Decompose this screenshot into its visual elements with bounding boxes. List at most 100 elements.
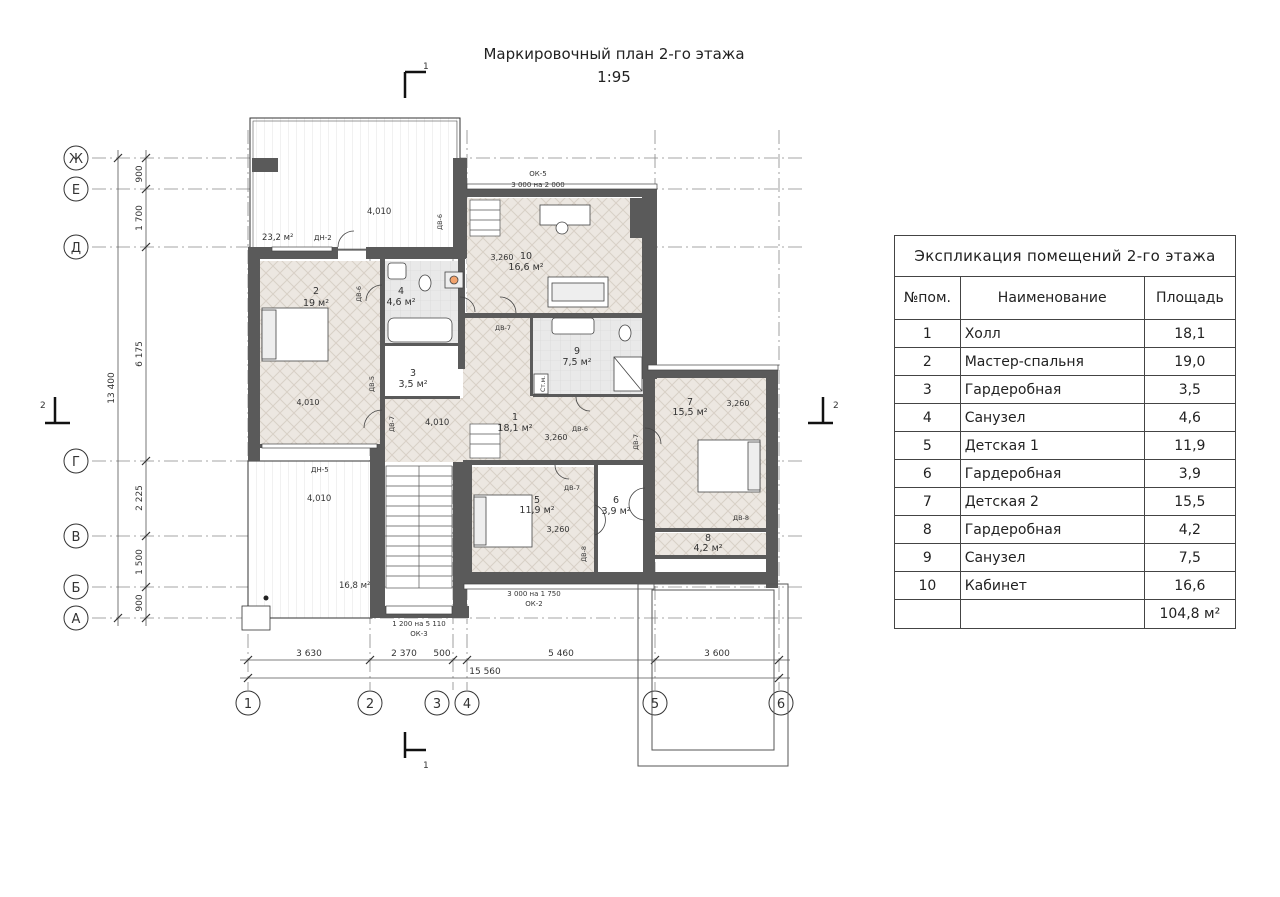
room-label-9: 97,5 м² xyxy=(562,346,591,368)
dimension-texts-bottom: 3 630 2 370 500 5 460 3 600 15 560 xyxy=(296,649,730,677)
row-name: Санузел xyxy=(959,543,1145,572)
svg-text:4: 4 xyxy=(463,697,471,712)
door-label: ДВ-8 xyxy=(733,514,749,522)
room-label-6: 63,9 м² xyxy=(601,495,630,517)
axis-col-marker: 2 xyxy=(357,690,383,716)
svg-text:5: 5 xyxy=(534,495,540,506)
door-label: ДВ-7 xyxy=(495,324,511,332)
door-label: ДВ-5 xyxy=(368,376,376,392)
terrace-upper-area: 23,2 м² xyxy=(262,233,293,243)
dimension-segment: 1 500 xyxy=(135,549,145,575)
terrace-lower xyxy=(241,460,373,631)
door-label: ДВ-6 xyxy=(355,286,363,302)
row-area: 4,6 xyxy=(1143,403,1237,432)
svg-text:2: 2 xyxy=(833,401,839,411)
row-name: Детская 1 xyxy=(959,431,1145,460)
row-axis-markers: Ж Е Д Г В Б А xyxy=(63,145,89,631)
svg-text:6: 6 xyxy=(777,697,785,712)
svg-text:10: 10 xyxy=(520,251,532,262)
window-labels: ОК-5 3 000 на 2 000 3 000 на 1 750 ОК-2 … xyxy=(392,170,564,638)
window-size: 1 200 на 5 110 xyxy=(392,620,445,628)
svg-text:Б: Б xyxy=(72,581,81,596)
door-label: ДВ-7 xyxy=(564,484,580,492)
row-name: Гардеробная xyxy=(959,515,1145,544)
window-size: 3 000 на 2 000 xyxy=(511,181,564,189)
toilet-9 xyxy=(618,324,632,342)
svg-text:3,5 м²: 3,5 м² xyxy=(398,379,427,390)
svg-text:1: 1 xyxy=(512,412,518,423)
row-number: 7 xyxy=(894,487,961,516)
axis-col-marker: 1 xyxy=(235,690,261,716)
row-number: 6 xyxy=(894,459,961,488)
svg-text:7,5 м²: 7,5 м² xyxy=(562,357,591,368)
row-name: Детская 2 xyxy=(959,487,1145,516)
window-size: 3 000 на 1 750 xyxy=(507,590,560,598)
row-number: 2 xyxy=(894,347,961,376)
bathtub xyxy=(387,317,453,343)
row-area: 3,5 xyxy=(1143,375,1237,404)
room-label-7: 715,5 м²3,260 xyxy=(672,397,749,418)
row-name: Кабинет xyxy=(959,571,1145,600)
axis-row-marker: Б xyxy=(63,574,89,600)
terrace-labels: 23,2 м² 4,010 ДН-2 16,8 м² 4,010 ДН-5 4,… xyxy=(262,207,449,591)
door-swings xyxy=(337,230,662,536)
row-number: 1 xyxy=(894,319,961,348)
double-sink-9 xyxy=(551,317,595,335)
door-label: ДВ-7 xyxy=(632,434,640,450)
row-area: 19,0 xyxy=(1143,347,1237,376)
svg-text:7: 7 xyxy=(687,397,693,408)
section-mark-top: 1 xyxy=(403,62,429,98)
dimension-segment: 1 700 xyxy=(135,205,145,231)
terrace-lower-area: 16,8 м² xyxy=(339,581,370,591)
svg-text:3: 3 xyxy=(433,697,441,712)
door-label: ДВ-6 xyxy=(572,425,588,433)
svg-text:3,9 м²: 3,9 м² xyxy=(601,506,630,517)
sofa xyxy=(547,276,609,308)
axis-col-marker: 3 xyxy=(424,690,450,716)
svg-text:1: 1 xyxy=(244,697,252,712)
room-label-2: 219 м²4,010 xyxy=(297,286,330,407)
svg-text:Ж: Ж xyxy=(69,152,83,167)
room-label-1: 118,1 м²3,260 xyxy=(497,412,567,442)
svg-text:15,5 м²: 15,5 м² xyxy=(672,407,707,418)
svg-text:Д: Д xyxy=(71,241,81,256)
bed-master xyxy=(261,307,329,362)
toilet-4 xyxy=(418,274,432,292)
svg-text:2: 2 xyxy=(366,697,374,712)
row-number: 10 xyxy=(894,571,961,600)
windows xyxy=(261,183,779,615)
door-labels: ДВ-6 ДВ-6 ДВ-5 ДВ-7 ДВ-7 ДВ-7 ДВ-6 ДВ-7 … xyxy=(355,214,749,562)
dimension-segment: 2 370 xyxy=(391,649,417,659)
room-label-4: 44,6 м² xyxy=(386,286,415,308)
axis-row-marker: Е xyxy=(63,176,89,202)
col-header-name: Наименование xyxy=(959,276,1145,320)
terrace-upper-door: ДН-2 xyxy=(314,234,332,242)
row-number: 4 xyxy=(894,403,961,432)
svg-text:1: 1 xyxy=(423,62,429,72)
row-area: 3,9 xyxy=(1143,459,1237,488)
col-header-number: №пом. xyxy=(894,276,961,320)
door-label: ДВ-7 xyxy=(388,416,396,432)
svg-text:2: 2 xyxy=(40,401,46,411)
svg-text:4,6 м²: 4,6 м² xyxy=(386,297,415,308)
svg-text:Е: Е xyxy=(72,183,80,198)
row-area: 11,9 xyxy=(1143,431,1237,460)
room-label-3: 33,5 м² xyxy=(398,368,427,390)
row-name: Холл xyxy=(959,319,1145,348)
svg-text:19 м²: 19 м² xyxy=(303,298,329,309)
terrace-upper xyxy=(249,117,461,251)
row-number: 9 xyxy=(894,543,961,572)
explication-table: Экспликация помещений 2-го этажа №пом. Н… xyxy=(894,235,1237,629)
row-area: 18,1 xyxy=(1143,319,1237,348)
total-row: 104,8 м² xyxy=(894,599,1237,629)
explication-caption: Экспликация помещений 2-го этажа xyxy=(894,235,1236,277)
room-label-8: 84,2 м² xyxy=(693,533,722,554)
